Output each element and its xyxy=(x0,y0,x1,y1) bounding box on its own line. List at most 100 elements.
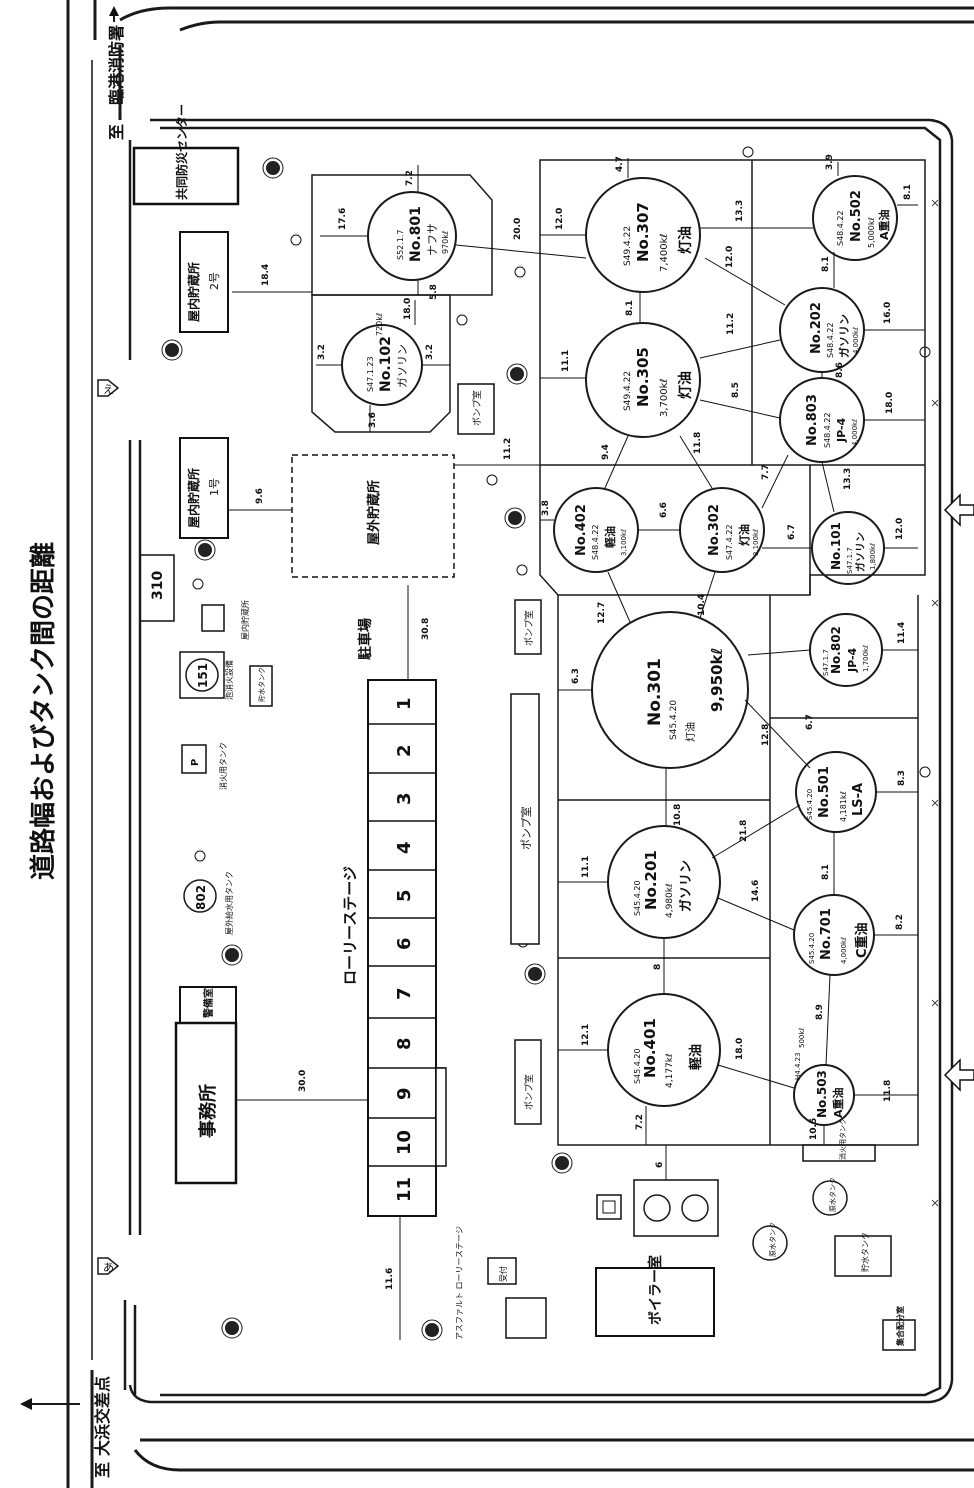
distance-label: 21.8 xyxy=(739,820,749,842)
svg-text:5,000kℓ: 5,000kℓ xyxy=(867,217,876,248)
svg-text:970kℓ: 970kℓ xyxy=(441,231,450,254)
svg-text:S45.4.20: S45.4.20 xyxy=(633,1048,642,1084)
svg-text:310: 310 xyxy=(150,571,166,600)
distance-label: 12.7 xyxy=(597,602,607,624)
svg-text:軽油: 軽油 xyxy=(688,1044,704,1070)
svg-text:ボイラー室: ボイラー室 xyxy=(647,1255,664,1325)
svg-text:灯油: 灯油 xyxy=(677,371,694,399)
boiler-tanks xyxy=(596,1179,719,1237)
boiler-room: ボイラー室 xyxy=(595,1255,715,1337)
svg-text:ガソリン: ガソリン xyxy=(396,344,409,388)
svg-text:No.503: No.503 xyxy=(815,1070,829,1118)
bay-3: 3 xyxy=(394,792,415,805)
svg-text:S47.1.23: S47.1.23 xyxy=(366,356,375,392)
svg-text:泡消火設備: 泡消火設備 xyxy=(224,660,234,700)
distance-label: 11.1 xyxy=(581,856,591,878)
distance-label: 6.6 xyxy=(659,502,669,518)
destination-top: 臨港消防署 xyxy=(107,25,126,105)
pump-room-3: ポンプ室 xyxy=(510,693,540,945)
distance-label: 6.3 xyxy=(571,668,581,684)
distance-label: 8.6 xyxy=(835,362,845,378)
svg-text:1号: 1号 xyxy=(208,478,221,496)
distance-label: 18.0 xyxy=(885,392,895,414)
lorry-stage-label: ローリーステージ xyxy=(341,866,359,985)
svg-text:No.701: No.701 xyxy=(819,908,834,960)
svg-text:ガソリン: ガソリン xyxy=(854,532,867,572)
svg-text:9,950kℓ: 9,950kℓ xyxy=(708,648,726,713)
site-boundary xyxy=(123,118,954,1404)
svg-text:No.201: No.201 xyxy=(642,850,660,910)
svg-text:No.801: No.801 xyxy=(408,206,424,262)
parking-label: 駐車場 xyxy=(357,618,374,660)
indoor-storage-small: 屋内貯蔵所 xyxy=(201,600,250,640)
distance-label: 7.7 xyxy=(761,464,771,480)
svg-text:No.803: No.803 xyxy=(805,394,820,446)
distance-label: 11.1 xyxy=(561,350,571,372)
tank-502: No.502 S48.4.22 A重油 5,000kℓ xyxy=(812,175,898,261)
distance-label: 8.9 xyxy=(815,1004,825,1020)
pump-room-1: ポンプ室 xyxy=(457,383,495,435)
marker-a: あ xyxy=(97,1257,120,1275)
distance-label: 30.0 xyxy=(298,1070,308,1092)
svg-text:No.401: No.401 xyxy=(641,1018,659,1078)
distance-lines xyxy=(228,158,925,1340)
tank-305: No.305 S49.4.22 灯油 3,700kℓ xyxy=(585,322,701,438)
svg-text:屋内貯蔵所: 屋内貯蔵所 xyxy=(186,468,201,528)
svg-text:1,700kℓ: 1,700kℓ xyxy=(862,645,870,672)
guard-office: 警備室 xyxy=(179,986,237,1024)
distance-label: 4.7 xyxy=(615,156,625,172)
svg-text:駐車場: 駐車場 xyxy=(357,618,374,660)
tank-802-water: 802 屋外給水用タンク xyxy=(183,871,234,935)
distance-label: 10.8 xyxy=(673,804,683,826)
lorry-bays xyxy=(367,679,447,1217)
svg-text:No.307: No.307 xyxy=(634,202,652,262)
distance-label: 11.8 xyxy=(693,432,703,454)
svg-text:S49.4.22: S49.4.22 xyxy=(623,371,633,411)
p-box: P 消火用タンク xyxy=(181,742,228,790)
hydrant-icons xyxy=(161,157,573,1341)
destination-bottom: 大浜交差点 xyxy=(93,1376,112,1456)
svg-text:No.502: No.502 xyxy=(849,190,864,242)
svg-text:消火用タンク: 消火用タンク xyxy=(838,1118,847,1160)
svg-text:屋外給水用タンク: 屋外給水用タンク xyxy=(224,871,234,935)
svg-text:No.102: No.102 xyxy=(378,336,394,392)
svg-text:アスファルト ローリーステージ: アスファルト ローリーステージ xyxy=(455,1226,464,1340)
tank-201: No.201 S45.4.20 ガソリン 4,980kℓ xyxy=(607,825,721,939)
distance-label: 16.0 xyxy=(883,302,893,324)
tank-801: No.801 S52.1.7 ナフサ 970kℓ xyxy=(367,191,457,281)
distance-label: 17.6 xyxy=(338,208,348,230)
distance-label: 11.8 xyxy=(883,1080,893,1102)
tank-151: 151 泡消火設備 xyxy=(179,651,234,700)
road-outlines xyxy=(66,0,974,1488)
distance-label: 5.8 xyxy=(429,284,439,300)
distance-label: 11.6 xyxy=(385,1268,395,1290)
raw-water-tanks: 原水タンク 原水タンク 貯水タンク 消火用タンク xyxy=(752,1118,892,1277)
distance-label: 3.6 xyxy=(368,412,378,428)
bay-9: 9 xyxy=(394,1087,415,1100)
bay-4: 4 xyxy=(394,841,415,854)
distance-label: 3.2 xyxy=(317,344,327,360)
svg-text:No.501: No.501 xyxy=(817,766,832,818)
svg-text:灯油: 灯油 xyxy=(684,722,697,742)
arrow-bottom-head-icon xyxy=(20,1398,32,1410)
distance-label: 3.2 xyxy=(425,344,435,360)
distance-label: 18.0 xyxy=(403,298,413,320)
distance-label: 9.4 xyxy=(601,444,611,460)
svg-text:No.802: No.802 xyxy=(829,626,843,674)
svg-text:JP-4: JP-4 xyxy=(835,417,848,443)
asphalt-stage: アスファルト ローリーステージ xyxy=(455,1226,547,1340)
distance-label: 8.1 xyxy=(821,256,831,272)
distance-label: 8.2 xyxy=(895,914,905,930)
svg-text:H4.4.23: H4.4.23 xyxy=(794,1052,802,1080)
bay-1: 1 xyxy=(394,697,415,710)
svg-text:4,177kℓ: 4,177kℓ xyxy=(665,1053,675,1088)
svg-text:S45.4.20: S45.4.20 xyxy=(633,880,642,916)
tank-802: No.802 S47.1.7 JP-4 1,700kℓ xyxy=(809,613,883,687)
svg-text:え: え xyxy=(103,383,114,396)
svg-text:ポンプ室: ポンプ室 xyxy=(523,1074,535,1110)
svg-text:4,000kℓ: 4,000kℓ xyxy=(840,937,848,964)
bay-7: 7 xyxy=(394,987,415,1000)
distance-label: 10.4 xyxy=(697,594,707,616)
to-label-bottom: 至 xyxy=(93,1462,112,1478)
tank-307: No.307 S49.4.22 灯油 7,400kℓ xyxy=(585,177,701,293)
